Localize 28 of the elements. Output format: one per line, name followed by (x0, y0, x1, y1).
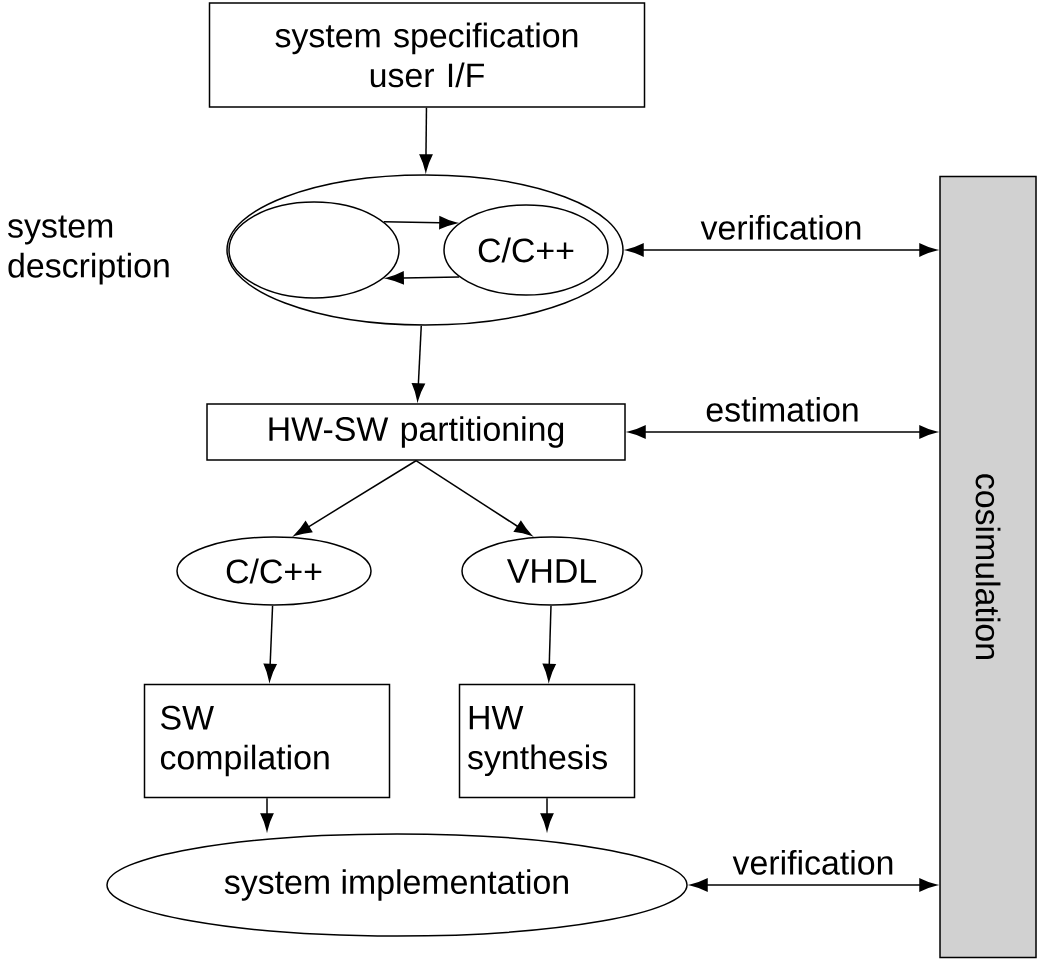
edge-label: estimation (706, 396, 858, 422)
process-box: system specification user I/F (208, 2, 646, 108)
arrow (383, 216, 457, 230)
arrow (540, 797, 554, 831)
ellipse-node: system implementation (106, 833, 688, 937)
arrow (386, 271, 460, 285)
arrow (294, 460, 417, 536)
ellipse-node: VHDL (461, 536, 643, 606)
ellipse-node: C/C++ (443, 204, 609, 296)
edge-label: verification (732, 849, 893, 875)
arrow (628, 425, 937, 439)
ellipse-node (228, 201, 400, 299)
side-label: system description (8, 215, 169, 285)
edge-label: verification (700, 214, 861, 240)
arrow (419, 107, 433, 172)
process-box: HW synthesis (458, 683, 636, 799)
cosimulation-bar: cosimulation (939, 175, 1037, 959)
arrow (411, 325, 425, 401)
arrow (690, 878, 937, 892)
arrow (260, 797, 274, 831)
arrow (263, 605, 277, 682)
ellipse-node: C/C++ (176, 536, 372, 606)
process-box: SW compilation (143, 683, 391, 799)
arrow (626, 243, 937, 257)
process-box: HW-SW partitioning (206, 403, 626, 461)
arrow (415, 460, 532, 536)
ellipse-node (226, 174, 624, 326)
arrow (542, 605, 556, 682)
